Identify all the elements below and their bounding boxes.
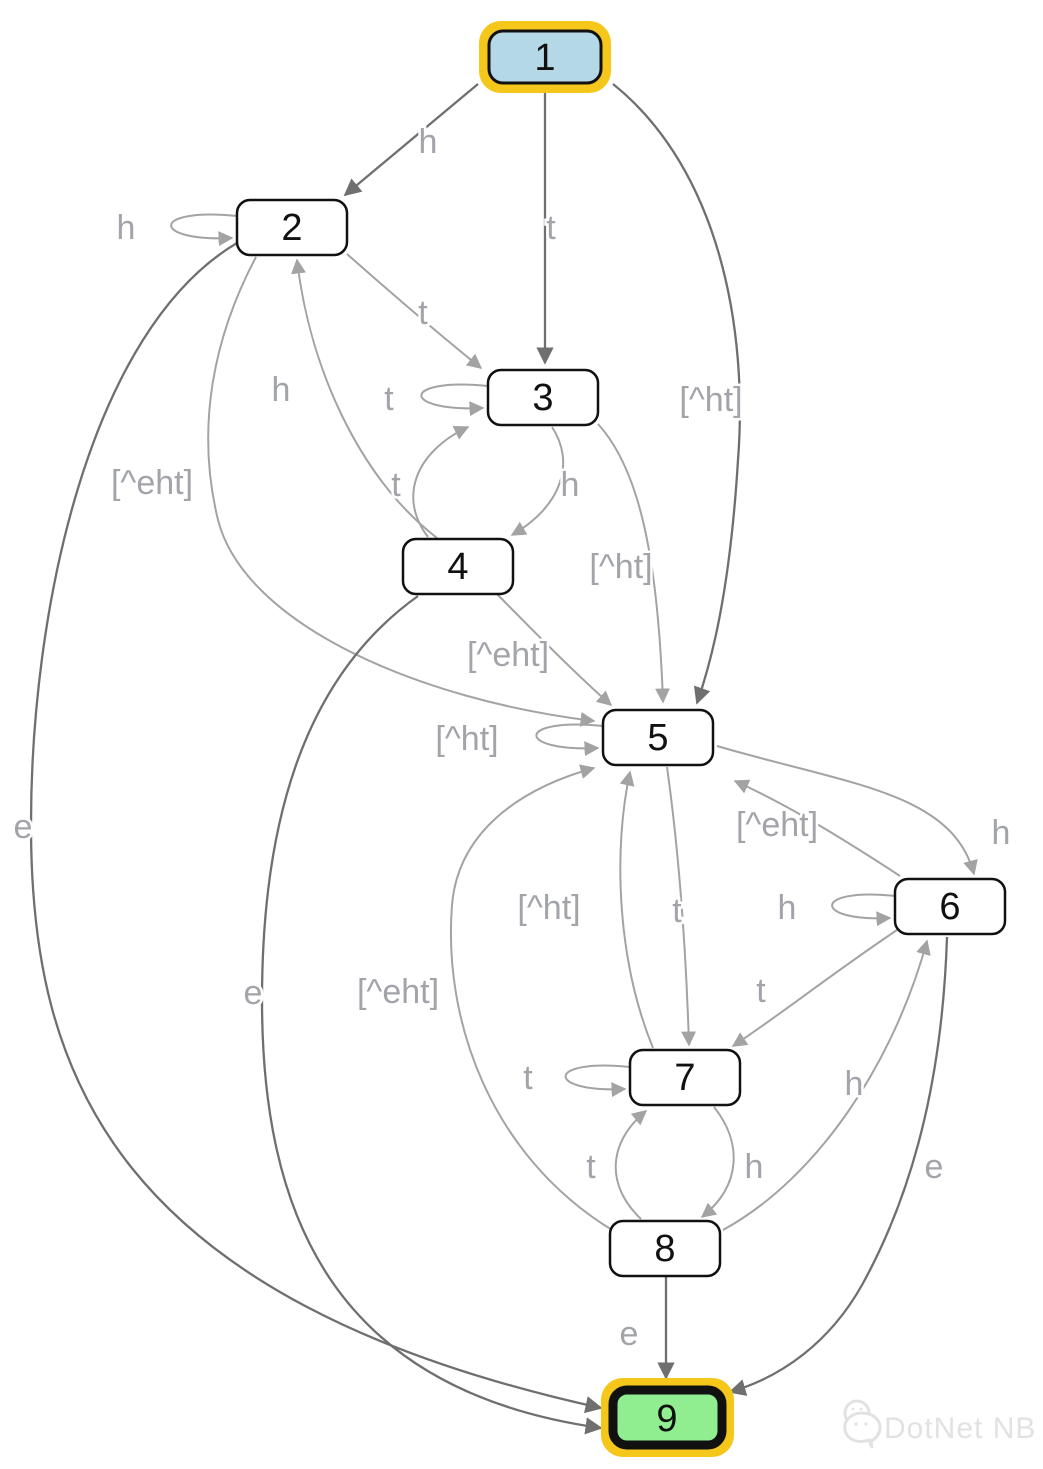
edge-label: h bbox=[992, 814, 1011, 852]
state-node-9: 9 bbox=[601, 1378, 734, 1457]
edge-8-7 bbox=[614, 1110, 648, 1220]
edge-label: [^eht] bbox=[111, 464, 193, 502]
state-node-2: 2 bbox=[235, 198, 349, 257]
edge-1-5 bbox=[612, 83, 741, 705]
edge-label: h bbox=[778, 889, 797, 927]
state-node-7: 7 bbox=[628, 1048, 742, 1107]
edge-3-4 bbox=[510, 426, 565, 536]
edge-label: t bbox=[418, 294, 428, 332]
edge-label: h bbox=[117, 209, 136, 247]
edge-label: h bbox=[272, 371, 291, 409]
edge-label: t bbox=[391, 466, 401, 504]
node-label: 7 bbox=[674, 1057, 695, 1099]
edge-label: t bbox=[756, 972, 766, 1010]
state-node-1: 1 bbox=[479, 21, 611, 93]
edge-label: [^ht] bbox=[589, 548, 652, 586]
edge-label: [^eht] bbox=[467, 636, 549, 674]
edge-label: h bbox=[419, 123, 438, 161]
edge-label: [^eht] bbox=[736, 806, 818, 844]
edge-3-3-selfloop bbox=[420, 383, 489, 417]
edge-4-3 bbox=[412, 425, 470, 538]
edge-5-6 bbox=[716, 745, 978, 876]
edge-label: t bbox=[384, 380, 394, 418]
node-label: 1 bbox=[534, 37, 555, 79]
state-node-3: 3 bbox=[486, 368, 600, 427]
edge-label: t bbox=[586, 1148, 596, 1186]
edge-label: [^ht] bbox=[679, 381, 742, 419]
edge-label: [^eht] bbox=[357, 973, 439, 1011]
edge-label: e bbox=[14, 808, 33, 846]
edge-label: e bbox=[244, 974, 263, 1012]
edge-2-2-selfloop bbox=[170, 213, 238, 247]
edge-6-5 bbox=[733, 779, 901, 877]
state-node-4: 4 bbox=[401, 537, 515, 596]
node-label: 2 bbox=[281, 207, 302, 249]
edge-7-8 bbox=[700, 1106, 735, 1218]
edge-6-7 bbox=[731, 929, 898, 1047]
edge-label: e bbox=[620, 1315, 639, 1353]
edge-2-3 bbox=[346, 253, 483, 369]
edge-labels: h t [^ht] h t [^eht] e t h [^ht] h t [^e… bbox=[11, 121, 1013, 1356]
node-label: 3 bbox=[532, 377, 553, 419]
edge-7-5 bbox=[619, 770, 654, 1049]
edge-label: [^ht] bbox=[517, 889, 580, 927]
edge-6-9 bbox=[728, 936, 949, 1396]
state-node-6: 6 bbox=[893, 877, 1007, 936]
edge-label: t bbox=[523, 1059, 533, 1097]
edge-4-2 bbox=[291, 258, 438, 539]
edge-5-5-selfloop bbox=[535, 723, 604, 757]
node-label: 9 bbox=[656, 1398, 677, 1440]
edge-label: e bbox=[925, 1148, 944, 1186]
node-label: 6 bbox=[939, 886, 960, 928]
edge-6-6-selfloop bbox=[831, 893, 896, 927]
edge-label: h bbox=[845, 1065, 864, 1103]
state-node-5: 5 bbox=[601, 708, 715, 767]
edges bbox=[29, 83, 978, 1435]
edge-7-7-selfloop bbox=[564, 1064, 631, 1098]
edge-1-2 bbox=[343, 83, 479, 197]
edge-5-7 bbox=[666, 766, 697, 1047]
edge-2-5 bbox=[207, 256, 596, 727]
state-node-8: 8 bbox=[608, 1219, 722, 1278]
edge-2-9 bbox=[29, 242, 603, 1414]
watermark-text: DotNet NB bbox=[884, 1412, 1036, 1445]
edge-4-9 bbox=[260, 595, 603, 1435]
edge-label: t bbox=[546, 209, 556, 247]
watermark: DotNet NB bbox=[843, 1399, 1036, 1449]
edge-8-6 bbox=[722, 939, 931, 1231]
node-label: 5 bbox=[647, 717, 668, 759]
edge-label: h bbox=[745, 1148, 764, 1186]
node-label: 4 bbox=[447, 546, 468, 588]
edge-3-5 bbox=[597, 423, 671, 704]
edge-label: t bbox=[672, 892, 682, 930]
nodes: 1 2 3 4 5 6 7 bbox=[235, 21, 1007, 1457]
wechat-icon bbox=[843, 1399, 882, 1449]
node-label: 8 bbox=[654, 1228, 675, 1270]
edge-label: [^ht] bbox=[435, 720, 498, 758]
edge-label: h bbox=[561, 466, 580, 504]
edge-4-5 bbox=[496, 593, 613, 706]
edge-8-5 bbox=[449, 764, 613, 1231]
